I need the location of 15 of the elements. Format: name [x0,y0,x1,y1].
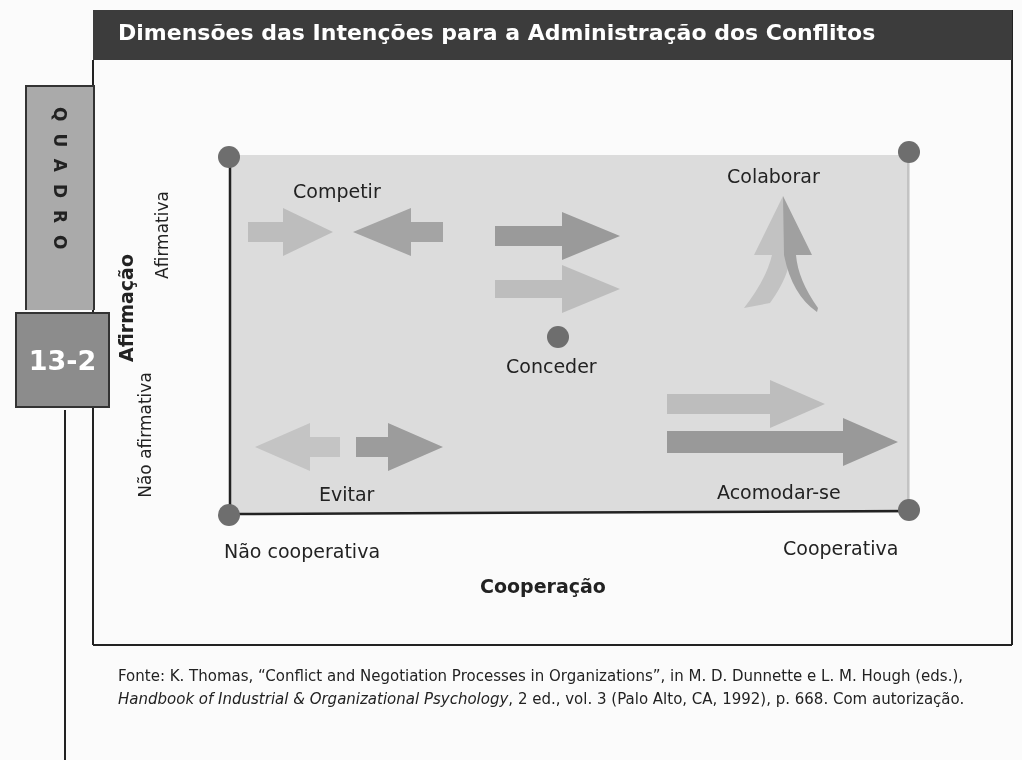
figure-number: 13-2 [15,312,110,408]
axis-title: Cooperação [480,575,606,597]
quadrant-label: Acomodar-se [717,481,841,503]
axis-label: Cooperativa [783,537,899,559]
axis-label: Afirmativa [151,191,172,279]
point-label: Conceder [506,355,597,377]
tab-label: QUADRO [25,85,95,310]
quadrant-label: Evitar [319,483,375,505]
axis-title: Afirmação [114,254,137,362]
axis-label: Não cooperativa [224,540,381,562]
source-note: Fonte: K. Thomas, “Conflict and Negotiation Processes in Organizations”, in M. D. Dunnette e L. M. Hough (eds.), Handbook of Industrial & Organizational Psychology, 2 ed., vol. 3 (Palo Alto, CA, 1992), p. 668. Com autorização. [118,666,966,710]
quadrant-label: Colaborar [727,165,820,187]
axis-label: Não afirmativa [134,372,155,498]
title-text: Dimensões das Intenções para a Administração dos Conflitos [118,20,876,45]
quadrant-label: Competir [293,180,381,202]
